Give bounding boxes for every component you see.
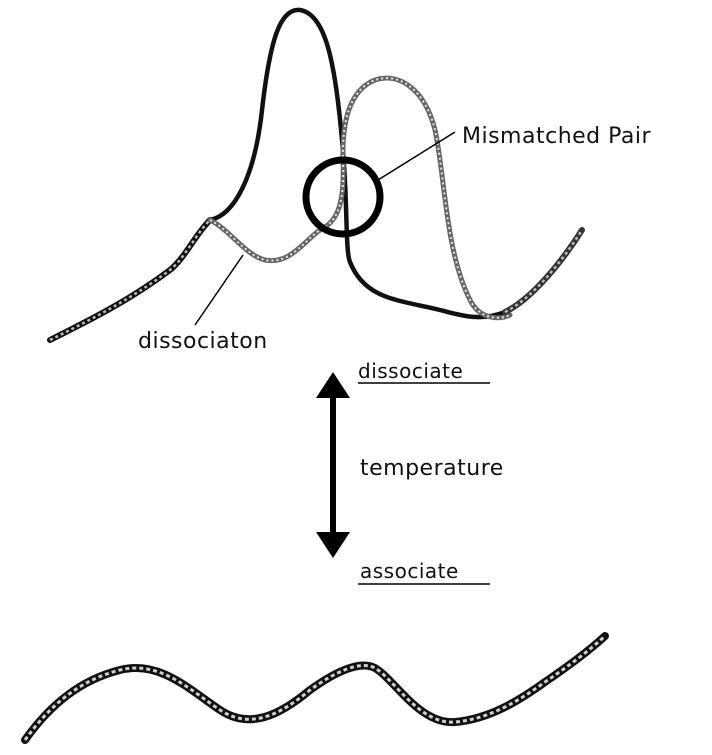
arrow-head-down [316, 532, 350, 558]
dissociated-dna-strands [50, 10, 582, 340]
paired-segment-left-dark [50, 220, 210, 340]
dissociation-pointer [195, 255, 243, 325]
associated-dna-duplex [25, 636, 605, 740]
paired-segment-left-light [50, 220, 210, 340]
dissociate-label: dissociate [358, 359, 463, 383]
arrow-head-up [316, 372, 350, 398]
temperature-arrow [316, 372, 350, 558]
dissociated-strand-dark [210, 10, 580, 317]
duplex-strand-light [25, 636, 605, 740]
dissociation-label: dissociaton [138, 329, 268, 354]
temperature-label: temperature [360, 456, 504, 481]
paired-segment-right [505, 230, 582, 312]
mismatched-pair-label: Mismatched Pair [462, 124, 651, 149]
associate-label: associate [360, 559, 459, 583]
